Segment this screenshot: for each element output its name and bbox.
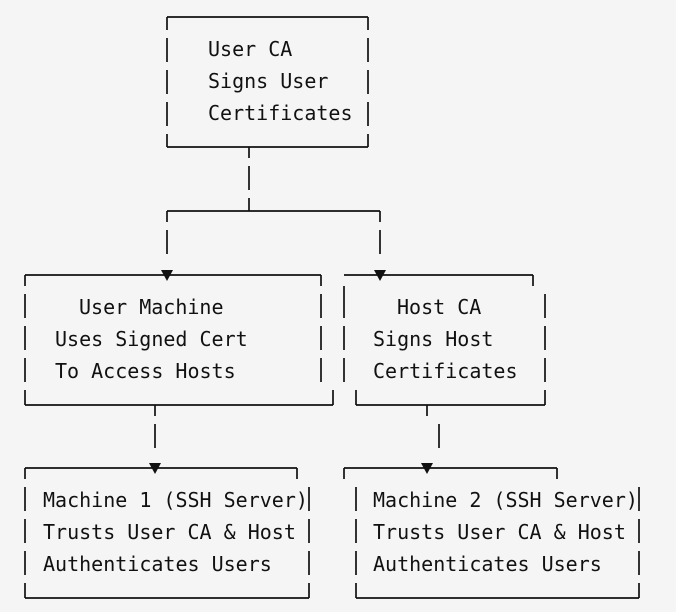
machine2-line-3: Authenticates Users [373,552,602,576]
host-ca-title: Host CA [397,295,482,319]
user-ca-line-2: Signs User [208,69,329,93]
machine2-line-2: Trusts User CA & Host [373,520,626,544]
host-ca-line-2: Signs Host [373,327,494,351]
machine1-line-2: Trusts User CA & Host [43,520,296,544]
machine1-box-border [24,467,310,599]
user-machine-line-2: Uses Signed Cert [55,327,248,351]
connector-host-ca-to-machine2 [426,405,440,448]
machine1-title: Machine 1 (SSH Server) [43,488,308,512]
machine2-title: Machine 2 (SSH Server) [373,488,638,512]
arrowhead-machine2 [421,463,433,474]
user-ca-box-border [166,16,369,148]
arrowhead-host-ca [374,270,386,281]
user-machine-box-border [24,274,334,406]
machine1-line-3: Authenticates Users [43,552,272,576]
user-ca-line-3: Certificates [208,101,353,125]
host-ca-line-3: Certificates [373,359,518,383]
arrowhead-user-machine [161,270,173,281]
connector-user-ca-split [166,147,381,254]
user-ca-title: User CA [208,37,293,61]
host-ca-box-border [343,274,546,406]
user-machine-title: User Machine [79,295,224,319]
machine2-box-border [343,467,640,599]
user-machine-line-3: To Access Hosts [55,359,236,383]
arrowhead-machine1 [149,463,161,474]
